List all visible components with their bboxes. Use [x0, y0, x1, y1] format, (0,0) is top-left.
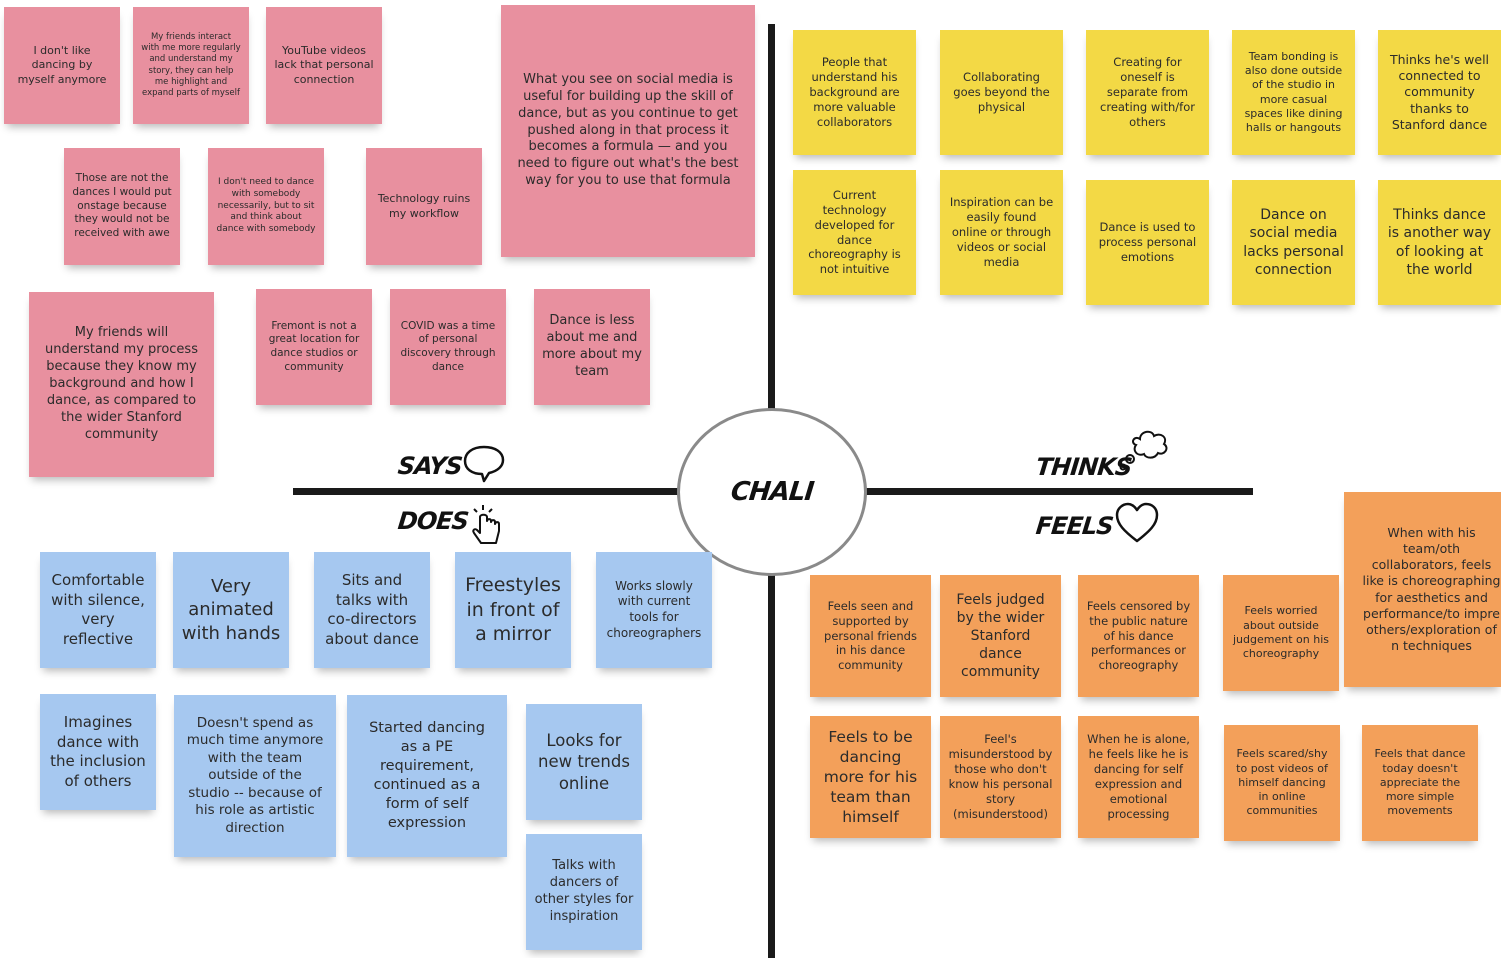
says-note: I don't like dancing by myself anymore: [4, 7, 120, 124]
feels-note: When with his team/oth collaborators, fe…: [1344, 492, 1501, 687]
thinks-note: Thinks dance is another way of looking a…: [1378, 180, 1501, 305]
says-note: What you see on social media is useful f…: [501, 5, 755, 257]
says-note: Those are not the dances I would put ons…: [64, 148, 180, 265]
does-note: Doesn't spend as much time anymore with …: [174, 695, 336, 857]
does-note: Sits and talks with co-directors about d…: [314, 552, 430, 668]
does-note: Comfortable with silence, very reflectiv…: [40, 552, 156, 668]
does-note: Works slowly with current tools for chor…: [596, 552, 712, 668]
thinks-note: Collaborating goes beyond the physical: [940, 30, 1063, 155]
feels-note: Feels judged by the wider Stanford dance…: [940, 575, 1061, 697]
says-note: Dance is less about me and more about my…: [534, 289, 650, 405]
does-note: Looks for new trends online: [526, 704, 642, 820]
feels-note: Feels seen and supported by personal fri…: [810, 575, 931, 697]
thought-cloud-icon: [1119, 430, 1168, 471]
feels-note: When he is alone, he feels like he is da…: [1078, 716, 1199, 838]
thinks-note: Inspiration can be easily found online o…: [940, 170, 1063, 295]
does-note: Started dancing as a PE requirement, con…: [347, 695, 507, 857]
persona-circle: CHALI: [677, 408, 867, 576]
thinks-note: Team bonding is also done outside of the…: [1232, 30, 1355, 155]
does-note: Talks with dancers of other styles for i…: [526, 834, 642, 950]
does-note: Imagines dance with the inclusion of oth…: [40, 694, 156, 810]
does-note: Very animated with hands: [173, 552, 289, 668]
thinks-note: Current technology developed for dance c…: [793, 170, 916, 295]
does-label: DOES: [396, 507, 470, 535]
feels-note: Feels worried about outside judgement on…: [1223, 575, 1339, 691]
says-note: My friends interact with me more regular…: [133, 7, 249, 124]
heart-icon: [1115, 502, 1159, 543]
says-note: Technology ruins my workflow: [366, 148, 482, 265]
thinks-note: Dance on social media lacks personal con…: [1232, 180, 1355, 305]
thinks-note: Creating for oneself is separate from cr…: [1086, 30, 1209, 155]
thinks-note: Thinks he's well connected to community …: [1378, 30, 1501, 155]
feels-note: Feels censored by the public nature of h…: [1078, 575, 1199, 697]
speech-bubble-icon: [463, 445, 505, 483]
says-note: COVID was a time of personal discovery t…: [390, 289, 506, 405]
feels-note: Feels that dance today doesn't appreciat…: [1362, 725, 1478, 841]
says-note: I don't need to dance with somebody nece…: [208, 148, 324, 265]
says-label: SAYS: [396, 452, 464, 480]
feels-note: Feel's misunderstood by those who don't …: [940, 716, 1061, 838]
thinks-note: Dance is used to process personal emotio…: [1086, 180, 1209, 305]
feels-note: Feels scared/shy to post videos of himse…: [1224, 725, 1340, 841]
feels-label: FEELS: [1034, 512, 1115, 540]
pointer-hand-icon: [472, 505, 500, 544]
does-note: Freestyles in front of a mirror: [455, 552, 571, 668]
persona-name: CHALI: [729, 477, 815, 507]
says-note: YouTube videos lack that personal connec…: [266, 7, 382, 124]
feels-note: Feels to be dancing more for his team th…: [810, 716, 931, 838]
says-note: Fremont is not a great location for danc…: [256, 289, 372, 405]
says-note: My friends will understand my process be…: [29, 292, 214, 477]
thinks-note: People that understand his background ar…: [793, 30, 916, 155]
